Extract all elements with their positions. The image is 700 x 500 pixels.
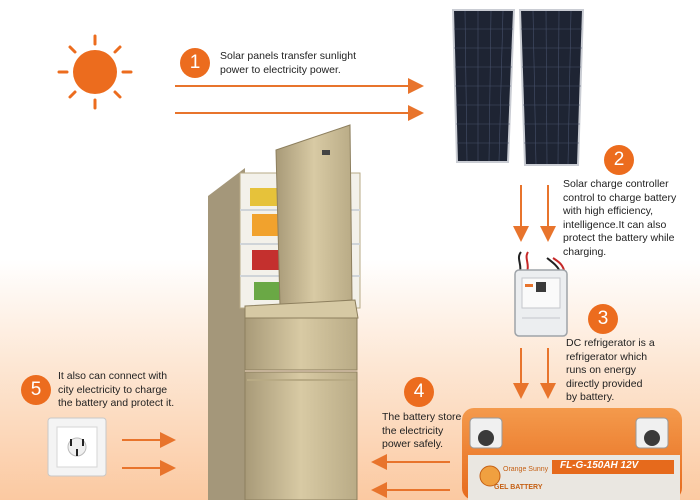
step-1-text: Solar panels transfer sunlight power to … (220, 50, 356, 76)
step-3-text: DC refrigerator is a refrigerator which … (566, 337, 655, 403)
step-4-badge: 4 (404, 377, 434, 407)
wall-socket-icon (47, 417, 107, 477)
step-1-badge: 1 (180, 48, 210, 78)
battery-brand-label: Orange Sunny (503, 466, 549, 473)
battery-type-label: GEL BATTERY (494, 484, 543, 491)
step-3-badge: 3 (588, 304, 618, 334)
step-2-text: Solar charge controller control to charg… (563, 178, 677, 258)
step-5-text: It also can connect with city electricit… (58, 370, 175, 409)
battery-icon (462, 408, 682, 500)
solar-panel-icon (451, 9, 585, 166)
battery-model-label: FL-G-150AH 12V (560, 460, 639, 471)
sun-icon (57, 34, 133, 110)
refrigerator-icon (208, 124, 361, 500)
step-2-badge: 2 (604, 145, 634, 175)
step-4-text: The battery store the electricity power … (382, 411, 462, 450)
charge-controller-icon (514, 251, 568, 337)
step-5-badge: 5 (21, 375, 51, 405)
